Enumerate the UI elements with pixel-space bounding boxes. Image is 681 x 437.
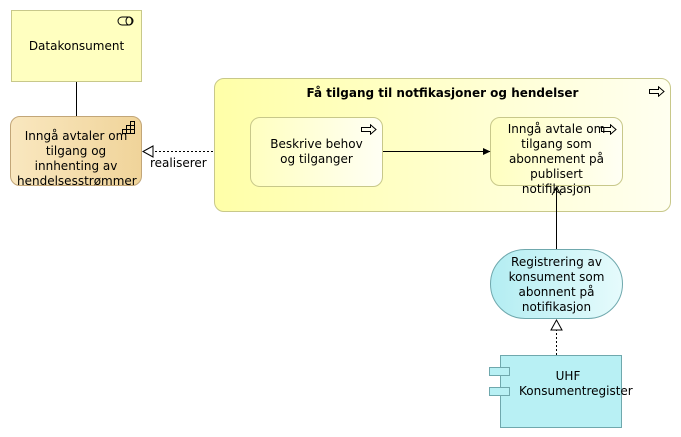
relation-label-realiserer: realiserer: [150, 156, 207, 170]
element-label: Registrering av konsument som abonnent p…: [508, 255, 605, 314]
capability-icon: [122, 121, 135, 134]
application-service-registrering[interactable]: Registrering av konsument som abonnent p…: [490, 249, 623, 319]
element-label: Beskrive behov og tilganger: [270, 137, 363, 166]
application-component-uhf-konsumentregister[interactable]: UHF Konsumentregister: [500, 355, 633, 428]
element-label: UHF Konsumentregister: [519, 369, 633, 398]
realization-arrowhead: [550, 318, 563, 331]
business-process-beskrive-behov[interactable]: Beskrive behov og tilganger: [250, 117, 383, 187]
element-label: Inngå avtaler om tilgang og innhenting a…: [17, 129, 137, 188]
process-arrow-icon: [601, 124, 617, 135]
realization-arrowhead: [141, 145, 154, 158]
business-role-icon: [117, 16, 134, 26]
business-role-datakonsument[interactable]: Datakonsument: [11, 10, 142, 82]
capability-inngaa-avtaler[interactable]: Inngå avtaler om tilgang og innhenting a…: [10, 116, 142, 188]
container-title: Få tilgang til notfikasjoner og hendelse…: [306, 86, 579, 100]
business-process-inngaa-avtale[interactable]: Inngå avtale om tilgang som abonnement p…: [490, 117, 623, 196]
process-arrow-icon: [649, 86, 665, 97]
element-label: Datakonsument: [28, 39, 125, 53]
process-arrow-icon: [361, 124, 377, 135]
serving-arrowhead: [551, 185, 562, 196]
